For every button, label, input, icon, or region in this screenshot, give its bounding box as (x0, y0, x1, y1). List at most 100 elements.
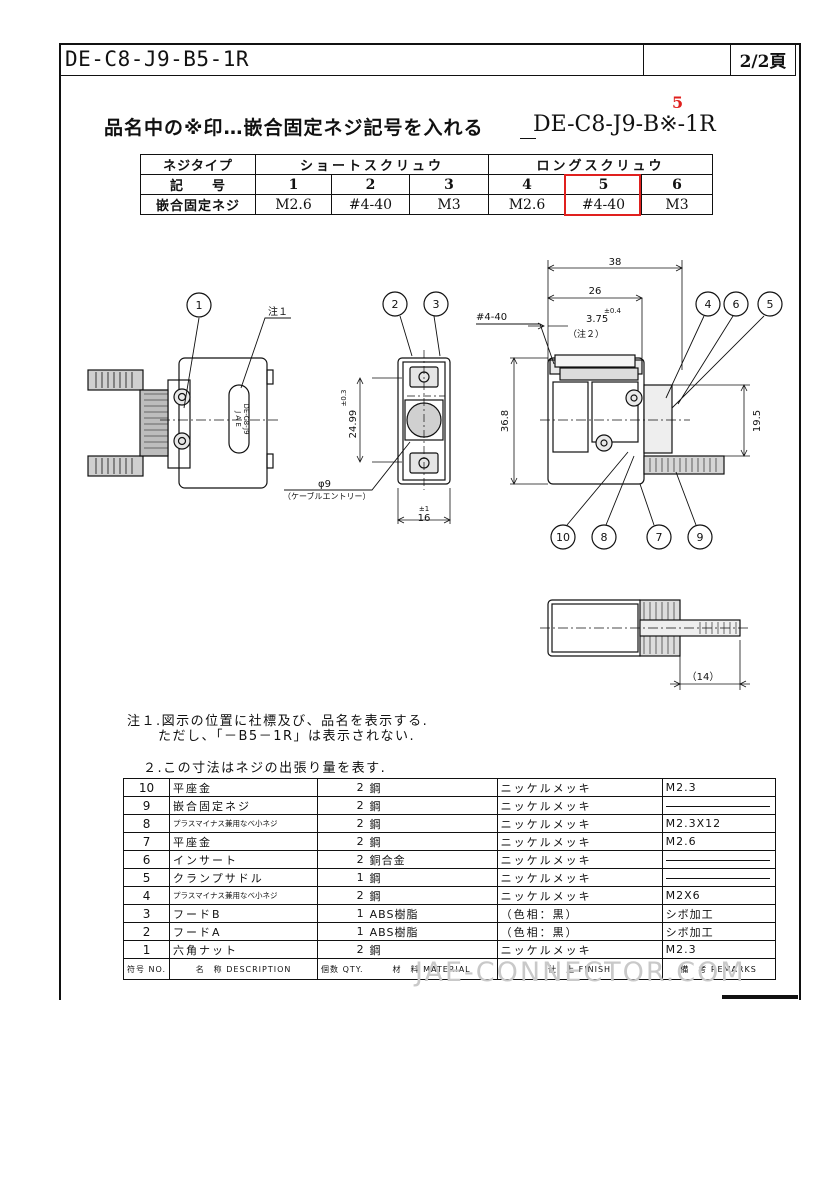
part-finish: ニッケルメッキ (496, 796, 663, 815)
dim-38: 38 (609, 257, 622, 268)
callout-10: 10 (556, 531, 570, 544)
part-description: フードB (169, 904, 319, 923)
top-view (476, 260, 783, 550)
thread-row-label: 嵌合固定ネジ (140, 194, 256, 215)
dim-14: （14） (687, 671, 720, 683)
part-quantity: 1 (317, 922, 367, 941)
part-description: インサート (169, 850, 319, 869)
hood-marking-line2: DE-C8-J9 (242, 403, 250, 434)
part-number: 8 (122, 814, 171, 833)
dim-24-99: 24.99 (348, 410, 359, 439)
watermark: JAE-CONNECTOR.COM (415, 957, 746, 988)
note-1-line-2: ただし、「－B5－1R」は表示されない. (158, 729, 416, 744)
callout-7: 7 (656, 531, 663, 544)
note2-tag: （注２） (568, 328, 604, 340)
header-description: 名 称 DESCRIPTION (169, 958, 319, 980)
part-description: 平座金 (169, 832, 319, 851)
part-number: 9 (122, 796, 171, 815)
bottom-view (540, 599, 750, 690)
part-number: 6 (122, 850, 171, 869)
part-description: 嵌合固定ネジ (169, 796, 319, 815)
thread-cell: M2.6 (488, 194, 566, 215)
header-remarks: 備 考 REMARKS (661, 958, 776, 980)
part-remarks: M2.6 (661, 832, 776, 851)
screw-type-table: ネジタイプ ショートスクリュウ ロングスクリュウ 記 号 1 2 3 4 5 6… (140, 154, 713, 215)
dim-36-8: 36.8 (500, 410, 511, 432)
part-remarks: M2.3 (661, 778, 776, 797)
part-description: クランプサドル (169, 868, 319, 887)
part-finish: ニッケルメッキ (496, 778, 663, 797)
frame-corner-bar (722, 995, 798, 999)
empty-remark-line (665, 805, 770, 807)
part-description: フードA (169, 922, 319, 941)
thread-cell: M3 (409, 194, 489, 215)
part-material: 鋼 (366, 814, 498, 833)
part-description: 平座金 (169, 778, 319, 797)
hood-marking-line1: J A E (234, 410, 242, 427)
tol-3-75: ±0.4 (604, 307, 622, 315)
part-description: 六角ナット (169, 940, 319, 959)
part-description: プラスマイナス兼用なべ小ネジ (169, 886, 319, 905)
part-quantity: 2 (317, 940, 367, 959)
part-remarks: M2X6 (661, 886, 776, 905)
part-finish: ニッケルメッキ (496, 814, 663, 833)
part-material: 鋼 (366, 868, 498, 887)
part-quantity: 1 (317, 904, 367, 923)
title-block: DE-C8-J9-B5-1R 2/2頁 (59, 43, 799, 77)
part-number: 1 (122, 940, 171, 959)
thread-cell: M3 (641, 194, 713, 215)
thread-label: #4-40 (476, 312, 507, 323)
tol-24-99: ±0.3 (340, 390, 348, 407)
part-quantity: 2 (317, 832, 367, 851)
empty-remark-line (665, 877, 770, 879)
page-number: 2/2頁 (731, 43, 796, 76)
part-finish: ニッケルメッキ (496, 940, 663, 959)
part-number: 5 (122, 868, 171, 887)
part-remarks: M2.3 (661, 940, 776, 959)
header-finish: 仕 上 FINISH (496, 958, 663, 980)
note-2: ２.この寸法はネジの出張り量を表す. (143, 761, 387, 776)
callout-1: 1 (196, 299, 203, 312)
thread-cell: M2.6 (255, 194, 332, 215)
selected-code-mark: 5 (672, 93, 684, 112)
callout-4: 4 (705, 298, 712, 311)
header-no: 符号 NO. (122, 958, 171, 980)
callout-9: 9 (697, 531, 704, 544)
callout-5: 5 (767, 298, 774, 311)
document-title: DE-C8-J9-B5-1R (59, 43, 644, 76)
side-view (284, 291, 451, 524)
part-quantity: 2 (317, 850, 367, 869)
note-1-line-1: 注１.図示の位置に社標及び、品名を表示する. (127, 714, 429, 729)
part-quantity: 2 (317, 778, 367, 797)
part-material: 鋼 (366, 940, 498, 959)
part-material: ABS樹脂 (366, 922, 498, 941)
code-row-label: 記 号 (140, 174, 256, 195)
part-remarks: シボ加工 (661, 904, 776, 923)
part-remarks: シボ加工 (661, 922, 776, 941)
part-remarks: M2.3X12 (661, 814, 776, 833)
part-material: 鋼 (366, 886, 498, 905)
part-remarks (661, 850, 776, 869)
dim-26: 26 (589, 286, 602, 297)
callout-2: 2 (392, 298, 399, 311)
part-material: 鋼 (366, 796, 498, 815)
dim-9: φ9 (318, 479, 331, 490)
cable-entry-label: （ケーブルエントリー） (283, 491, 371, 501)
parts-list-header: 符号 NO. 名 称 DESCRIPTION 個数 QTY. 材 料 MATER… (122, 958, 776, 980)
part-remarks (661, 868, 776, 887)
part-finish: （色相：黒） (496, 922, 663, 941)
title-block-blank-cell (644, 43, 731, 76)
part-quantity: 2 (317, 814, 367, 833)
part-quantity: 1 (317, 868, 367, 887)
tol-16: ±1 (419, 505, 429, 513)
